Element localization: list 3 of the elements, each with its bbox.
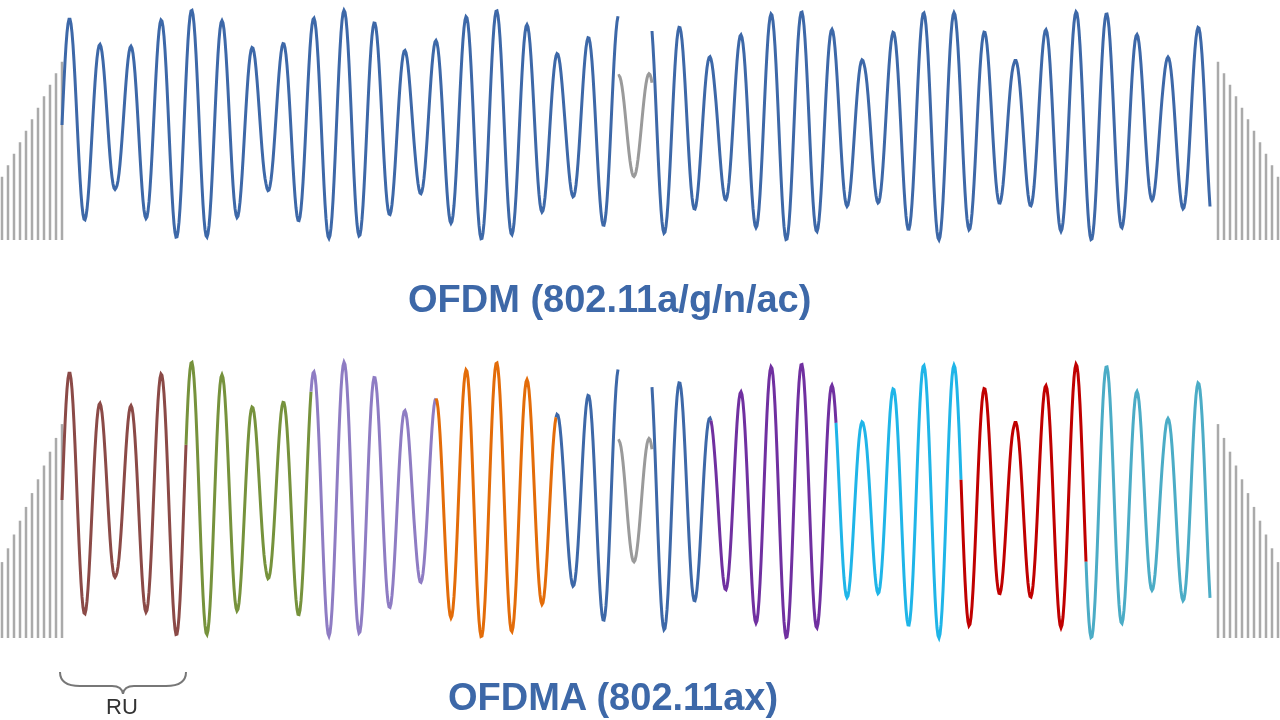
- section-title: OFDMA (802.11ax): [448, 676, 779, 719]
- section-title: OFDM (802.11a/g/n/ac): [408, 278, 812, 321]
- bracket-label: RU: [106, 694, 138, 720]
